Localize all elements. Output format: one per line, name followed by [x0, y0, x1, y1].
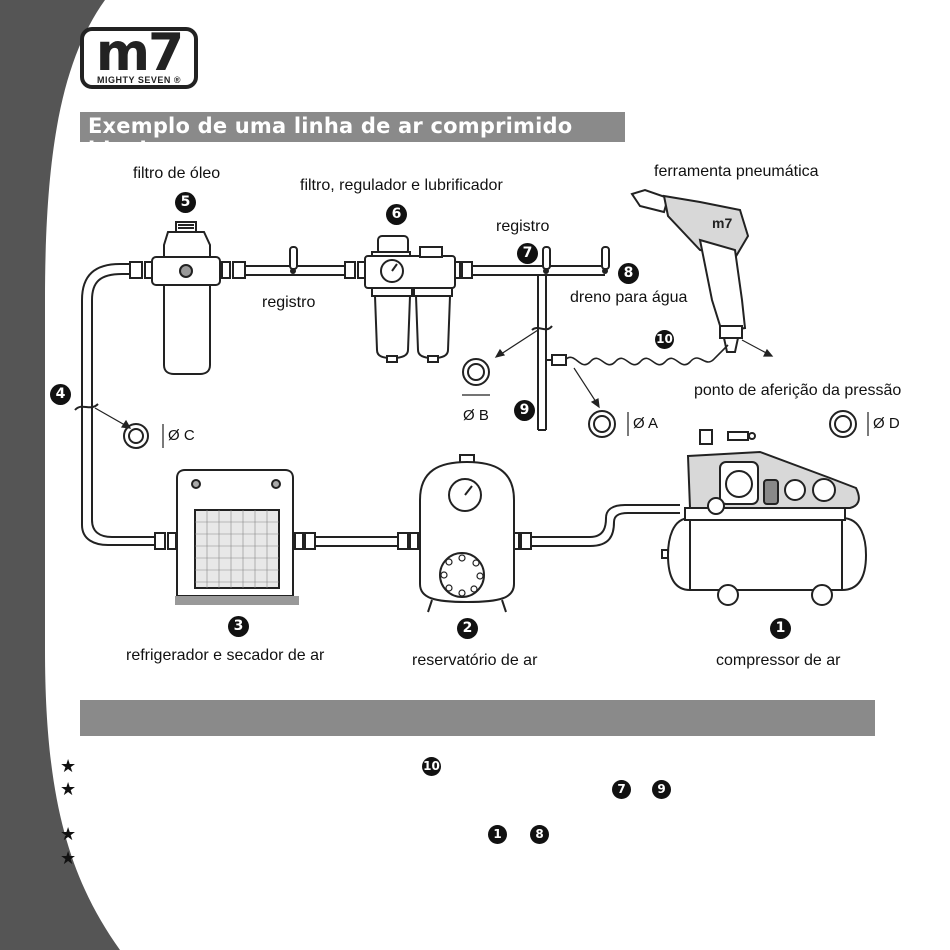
- marker-2: 2: [457, 618, 478, 639]
- air-reservoir: [419, 454, 515, 613]
- marker-4: 4: [50, 384, 71, 405]
- note-1: ★ 10: [60, 757, 880, 777]
- label-pressure-point: ponto de aferição da pressão: [694, 382, 902, 399]
- brand-logo: m7 MIGHTY SEVEN ®: [80, 23, 198, 89]
- note-ref-8: 8: [530, 825, 549, 844]
- diameter-a-label: Ø A: [633, 415, 659, 432]
- label-reservoir: reservatório de ar: [412, 652, 538, 669]
- label-pneumatic-tool: ferramenta pneumática: [654, 163, 819, 180]
- marker-8: 8: [618, 263, 639, 284]
- diagram-drawing: m7: [74, 188, 869, 613]
- star-icon: ★: [60, 824, 77, 844]
- star-icon: ★: [60, 756, 77, 776]
- page-title-bar: Exemplo de uma linha de ar comprimido id…: [80, 112, 625, 162]
- label-water-drain: dreno para água: [570, 289, 688, 306]
- page-title: Exemplo de uma linha de ar comprimido id…: [88, 114, 573, 162]
- pneumatic-tool: [630, 188, 750, 353]
- note-ref-7: 7: [612, 780, 631, 799]
- air-line-diagram: m7: [0, 150, 950, 680]
- note-4: ★: [60, 849, 880, 869]
- label-compressor: compressor de ar: [716, 652, 841, 669]
- note-3: ★ 1 8: [60, 825, 880, 845]
- diameter-c-label: Ø C: [168, 427, 195, 444]
- marker-10: 10: [655, 330, 674, 349]
- note-ref-9: 9: [652, 780, 671, 799]
- brand-name: MIGHTY SEVEN ®: [97, 75, 181, 85]
- note-ref-10: 10: [422, 757, 441, 776]
- brand-mark: m7: [95, 23, 184, 83]
- top-pipe: [81, 263, 155, 546]
- oil-filter: [151, 221, 221, 375]
- marker-6: 6: [386, 204, 407, 225]
- air-dryer: [176, 469, 294, 597]
- marker-7: 7: [517, 243, 538, 264]
- svg-text:m7: m7: [712, 215, 732, 231]
- marker-3: 3: [228, 616, 249, 637]
- coiled-hose: [564, 344, 729, 366]
- air-compressor: [661, 429, 868, 606]
- side-band: [0, 0, 120, 950]
- label-dryer: refrigerador e secador de ar: [126, 647, 325, 664]
- label-frl: filtro, regulador e lubrificador: [300, 177, 503, 194]
- diameter-d-label: Ø D: [873, 415, 900, 432]
- note-2: ★ 7 9: [60, 780, 880, 800]
- note-ref-1: 1: [488, 825, 507, 844]
- section-bar: [80, 700, 875, 736]
- star-icon: ★: [60, 779, 77, 799]
- label-registro: registro: [496, 218, 550, 235]
- star-icon: ★: [60, 848, 77, 868]
- marker-5: 5: [175, 192, 196, 213]
- marker-1: 1: [770, 618, 791, 639]
- label-registro-left: registro: [262, 294, 316, 311]
- diameter-b-label: Ø B: [463, 407, 489, 424]
- label-oil-filter: filtro de óleo: [133, 165, 221, 182]
- frl-unit: [364, 235, 456, 363]
- marker-9: 9: [514, 400, 535, 421]
